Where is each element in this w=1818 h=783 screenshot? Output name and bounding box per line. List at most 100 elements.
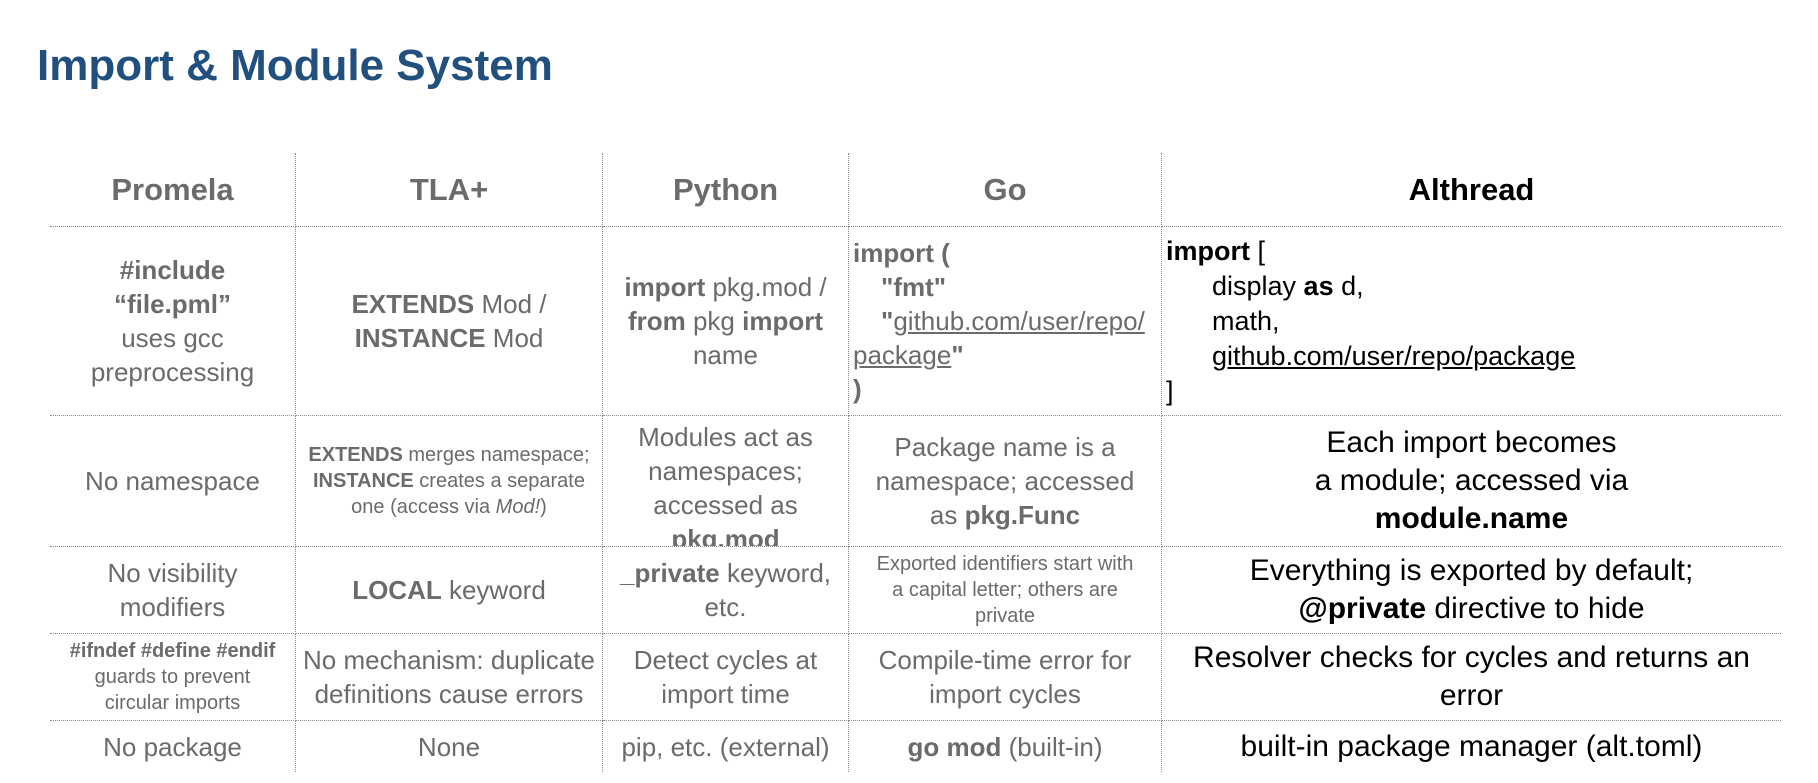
tla-instance-text: Mod (485, 323, 544, 353)
althread-cycles-line-1: Resolver checks for cycles and returns a… (1193, 641, 1750, 674)
go-ns-line-1: Package name is a (894, 432, 1116, 462)
promela-include-note-2: preprocessing (90, 357, 255, 387)
python-import-name: name (692, 340, 759, 370)
cell-import-tla: EXTENDS Mod / INSTANCE Mod (296, 227, 603, 416)
python-private-etc: etc. (704, 592, 747, 622)
go-import-path-link[interactable]: github.com/user/repo/ (893, 306, 1145, 336)
tla-cycles-line-2: definitions cause errors (314, 679, 584, 709)
cell-cycles-tla: No mechanism: duplicate definitions caus… (296, 634, 603, 721)
go-ns-pkg-func: pkg.Func (964, 500, 1081, 530)
althread-cycles-line-2: error (1439, 679, 1504, 712)
cell-packages-althread: built-in package manager (alt.toml) (1240, 729, 1703, 763)
cell-packages-tla: None (296, 721, 603, 772)
althread-vis-line-1: Everything is exported by default; (1249, 554, 1694, 587)
althread-as-keyword: as (1303, 270, 1334, 301)
tla-local-text: keyword (441, 575, 546, 605)
promela-vis-line-1: No visibility (107, 558, 238, 588)
promela-include-file: “file.pml” (113, 289, 231, 319)
cell-import-python: import pkg.mod / from pkg import name (603, 227, 849, 416)
cell-namespace-althread: Each import becomes a module; accessed v… (1162, 416, 1781, 547)
cell-cycles-python: Detect cycles at import time (603, 634, 849, 721)
python-ns-line-3: accessed as (653, 490, 798, 520)
python-from-keyword: from (627, 306, 686, 336)
cell-cycles-go: Compile-time error for import cycles (849, 634, 1162, 721)
cell-import-promela: #include “file.pml” uses gcc preprocessi… (50, 227, 296, 416)
cell-packages-go: go mod (built-in) (849, 721, 1162, 772)
cell-import-althread: import [ display as d, math, github.com/… (1162, 227, 1781, 416)
cell-visibility-promela: No visibility modifiers (50, 547, 296, 634)
althread-private-text: directive to hide (1426, 592, 1645, 625)
tla-ns-access-text: one (access via (351, 496, 496, 518)
cell-visibility-althread: Everything is exported by default; @priv… (1162, 547, 1781, 634)
cell-cycles-promela: #ifndef #define #endif guards to prevent… (50, 634, 296, 721)
header-tla: TLA+ (296, 153, 603, 227)
go-vis-line-3: private (974, 605, 1036, 627)
althread-import-display: display (1212, 270, 1304, 301)
tla-cycles-line-1: No mechanism: duplicate (303, 645, 595, 675)
go-ns-line-3: as (929, 500, 965, 530)
python-ns-line-4: pkg.mod (671, 524, 780, 547)
header-python: Python (603, 153, 849, 227)
althread-ns-module-name: module.name (1374, 502, 1569, 535)
tla-extends-keyword: EXTENDS (351, 289, 475, 319)
go-import-open: import ( (853, 238, 950, 268)
python-cycles-line-1: Detect cycles at (633, 645, 818, 675)
tla-ns-access-close: ) (540, 496, 547, 518)
promela-include-keyword: #include (119, 255, 226, 285)
promela-guard-keywords: #ifndef #define #endif (69, 640, 276, 662)
tla-extends-text: Mod / (474, 289, 547, 319)
cell-namespace-tla: EXTENDS merges namespace; INSTANCE creat… (296, 416, 603, 547)
tla-ns-instance-keyword: INSTANCE (313, 470, 414, 492)
comparison-table: Promela TLA+ Python Go Althread #include… (50, 153, 1781, 772)
tla-ns-access-mod: Mod! (495, 496, 541, 518)
althread-alias: d, (1333, 270, 1364, 301)
go-cycles-line-2: import cycles (929, 679, 1081, 709)
header-promela: Promela (50, 153, 296, 227)
tla-ns-instance-text: creates a separate (413, 470, 585, 492)
cell-namespace-go: Package name is a namespace; accessed as… (849, 416, 1162, 547)
althread-import-keyword: import (1166, 235, 1250, 266)
althread-import-path-link[interactable]: github.com/user/repo/package (1212, 340, 1576, 371)
go-ns-line-2: namespace; accessed (875, 466, 1135, 496)
python-cycles-line-2: import time (661, 679, 790, 709)
promela-guard-line-3: circular imports (104, 692, 241, 714)
go-mod-text: (built-in) (1001, 731, 1103, 762)
python-private-text: keyword, (719, 558, 831, 588)
cell-visibility-tla: LOCAL keyword (296, 547, 603, 634)
tla-ns-extends-text: merges namespace; (402, 444, 590, 466)
go-import-fmt: "fmt" (881, 272, 947, 302)
python-ns-line-1: Modules act as (638, 422, 813, 452)
cell-packages-promela: No package (50, 721, 296, 772)
python-import-keyword-2: import (742, 306, 824, 336)
python-import-keyword: import (624, 272, 706, 302)
go-import-path-link-cont[interactable]: package (853, 340, 952, 370)
cell-packages-python: pip, etc. (external) (603, 721, 849, 772)
header-go: Go (849, 153, 1162, 227)
cell-namespace-promela: No namespace (50, 416, 296, 547)
althread-ns-line-1: Each import becomes (1326, 426, 1617, 459)
python-import-text: pkg.mod / (705, 272, 827, 302)
cell-cycles-althread: Resolver checks for cycles and returns a… (1162, 634, 1781, 721)
promela-include-note-1: uses gcc (121, 323, 224, 353)
althread-private-directive: @private (1298, 592, 1427, 625)
page-title: Import & Module System (37, 41, 553, 90)
go-vis-line-1: Exported identifiers start with (876, 553, 1134, 575)
tla-ns-extends-keyword: EXTENDS (308, 444, 403, 466)
cell-visibility-python: _private keyword, etc. (603, 547, 849, 634)
python-private-keyword: _private (620, 558, 720, 588)
althread-bracket-close: ] (1166, 375, 1174, 406)
cell-visibility-go: Exported identifiers start with a capita… (849, 547, 1162, 634)
go-mod-keyword: go mod (907, 731, 1002, 762)
tla-local-keyword: LOCAL (352, 575, 442, 605)
promela-guard-line-2: guards to prevent (94, 666, 251, 688)
tla-instance-keyword: INSTANCE (354, 323, 486, 353)
go-quote-close: " (951, 340, 964, 370)
althread-bracket-open: [ (1250, 235, 1266, 266)
go-import-close: ) (853, 374, 862, 404)
python-ns-line-2: namespaces; (648, 456, 803, 486)
go-cycles-line-1: Compile-time error for (878, 645, 1132, 675)
althread-ns-line-2: a module; accessed via (1314, 464, 1629, 497)
go-quote-open: " (881, 306, 894, 336)
cell-import-go: import ( "fmt" "github.com/user/repo/ pa… (849, 227, 1162, 416)
python-from-text: pkg (685, 306, 743, 336)
